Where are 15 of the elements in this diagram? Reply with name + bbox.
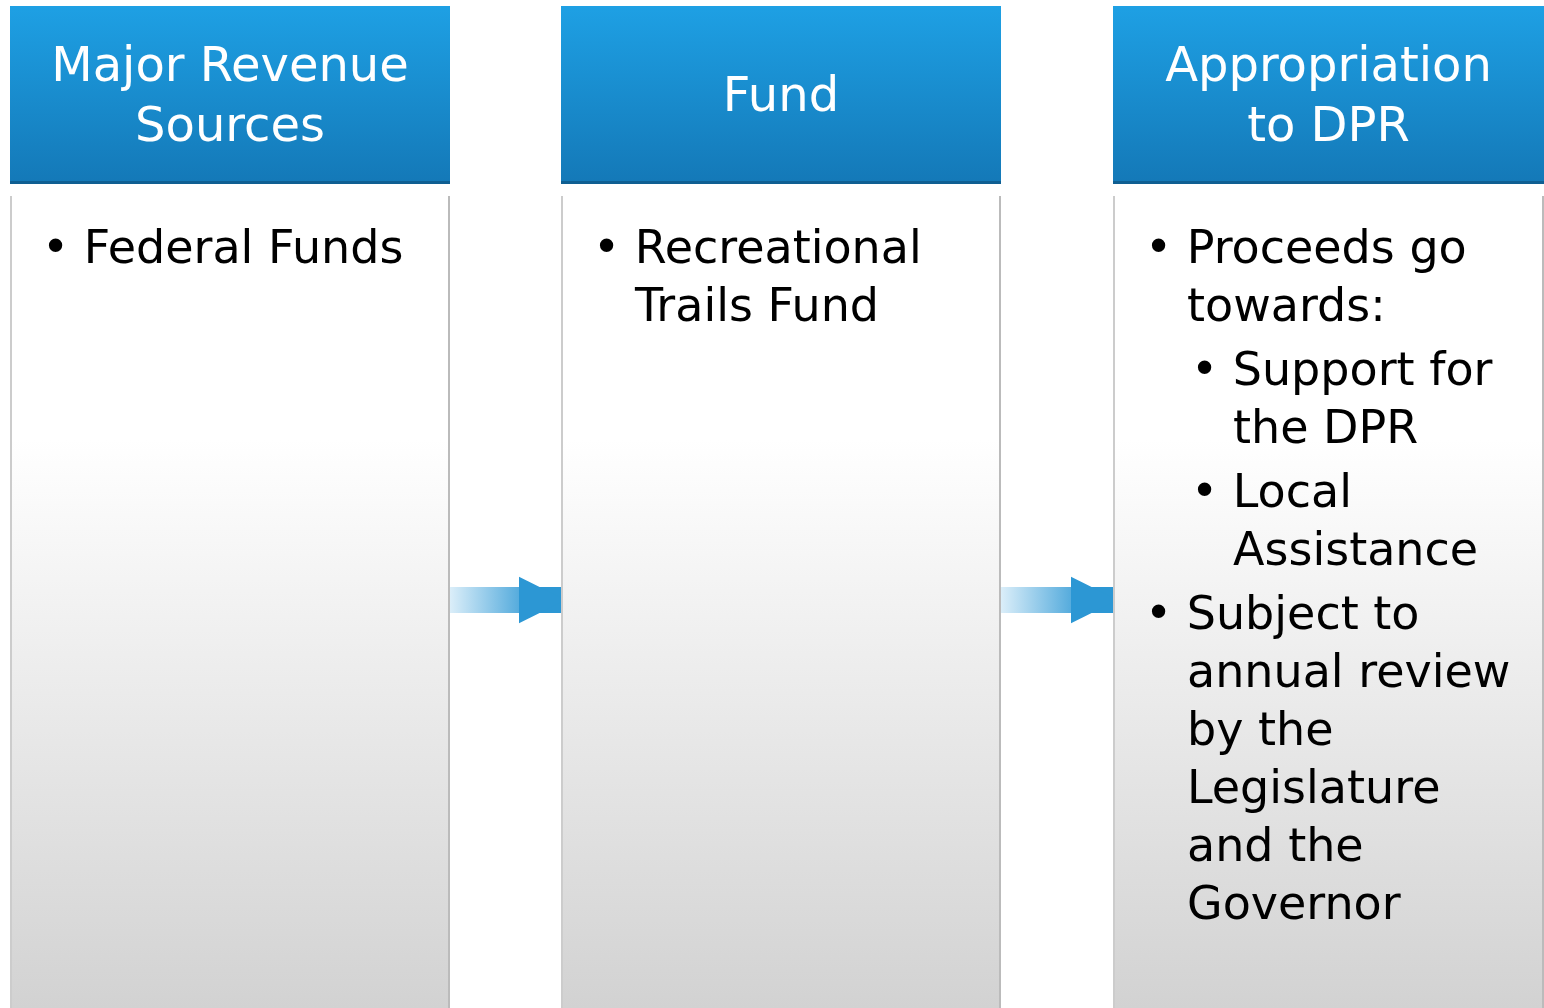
column-header [561, 6, 1001, 184]
bullet-item: • Local Assistance [1191, 463, 1480, 578]
header-title: Fund [722, 64, 840, 124]
bullet-item: • Proceeds go towards: [1145, 219, 1468, 334]
column-panel [10, 196, 450, 1008]
column-header [10, 6, 450, 184]
bullet-item: • Federal Funds [42, 219, 405, 276]
column-panel [1113, 196, 1544, 1008]
bullet-item: • Support for the DPR [1191, 341, 1494, 456]
bullet-item: • Recreational Trails Fund [593, 219, 923, 334]
bullet-item: • Subject to annual review by the Legislature and the Governor [1145, 585, 1512, 932]
column-panel [561, 196, 1001, 1008]
header-title: Appropriation to DPR [1164, 34, 1493, 154]
header-title: Major Revenue Sources [50, 34, 410, 154]
column-header [1113, 6, 1544, 184]
